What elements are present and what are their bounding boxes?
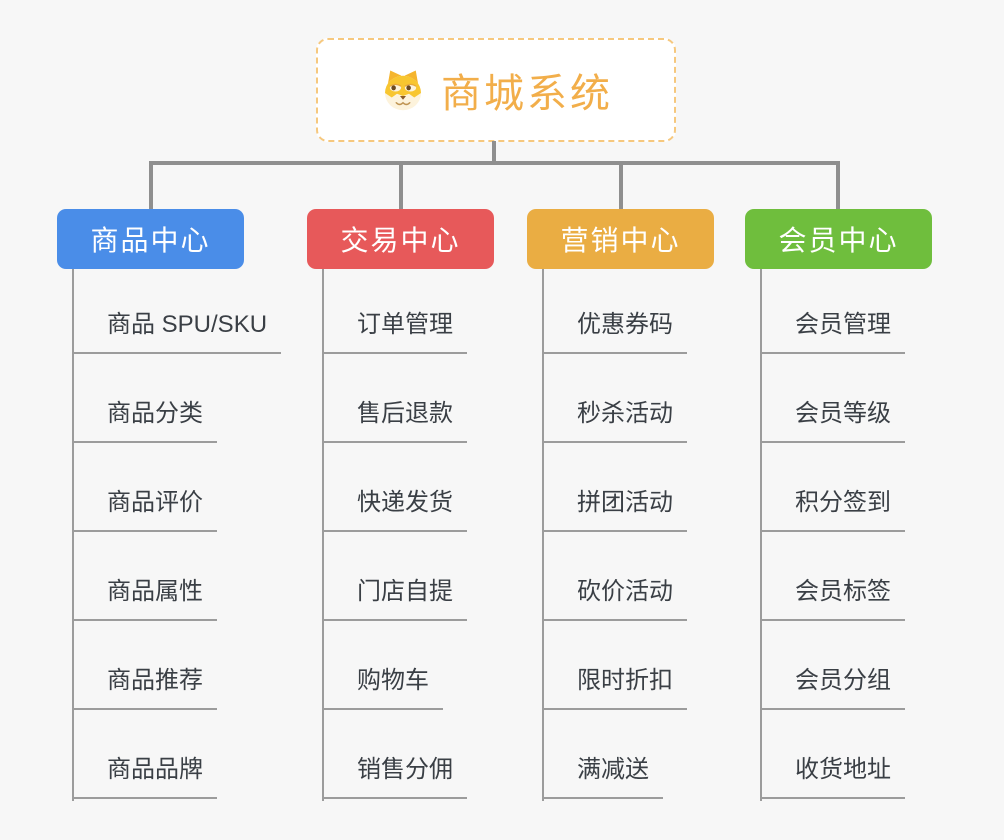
branch-trunk	[542, 269, 544, 801]
branch-label: 会员中心	[778, 225, 899, 256]
branch-label: 商品中心	[90, 225, 211, 256]
mindmap-node[interactable]: 快递发货	[323, 488, 467, 532]
mindmap-node[interactable]: 会员标签	[761, 577, 905, 621]
connector-bus	[149, 161, 840, 165]
mindmap-node[interactable]: 商品属性	[73, 577, 217, 621]
mindmap-node[interactable]: 拼团活动	[543, 488, 687, 532]
branch-label: 交易中心	[340, 225, 461, 256]
connector-drop	[399, 163, 403, 210]
mindmap-node[interactable]: 销售分佣	[323, 755, 467, 799]
mindmap-node[interactable]: 会员等级	[761, 399, 905, 443]
mindmap-node[interactable]: 商品分类	[73, 399, 217, 443]
mindmap-node[interactable]: 商品评价	[73, 488, 217, 532]
connector-drop	[836, 163, 840, 210]
mindmap-node[interactable]: 商品推荐	[73, 666, 217, 710]
mindmap-node[interactable]: 积分签到	[761, 488, 905, 532]
dog-icon	[385, 70, 421, 111]
branch-trunk	[760, 269, 762, 801]
branch-box-trade-center[interactable]: 交易中心	[307, 209, 494, 269]
connector-drop	[149, 163, 153, 210]
mindmap-node[interactable]: 订单管理	[323, 310, 467, 354]
root-node[interactable]: 商城系统	[316, 38, 676, 142]
connector-root-stem	[492, 141, 496, 163]
connector-drop	[619, 163, 623, 210]
mindmap-node[interactable]: 限时折扣	[543, 666, 687, 710]
branch-label: 营销中心	[560, 225, 681, 256]
branch-box-marketing-center[interactable]: 营销中心	[527, 209, 714, 269]
mindmap-node[interactable]: 购物车	[323, 666, 443, 710]
mindmap-node[interactable]: 售后退款	[323, 399, 467, 443]
mindmap-node[interactable]: 商品 SPU/SKU	[73, 310, 282, 354]
branch-box-member-center[interactable]: 会员中心	[745, 209, 932, 269]
mindmap-node[interactable]: 门店自提	[323, 577, 467, 621]
mindmap-node[interactable]: 会员分组	[761, 666, 905, 710]
mindmap-node[interactable]: 优惠券码	[543, 310, 687, 354]
mindmap-node[interactable]: 商品品牌	[73, 755, 217, 799]
root-title: 商城系统	[441, 72, 613, 116]
mindmap-node[interactable]: 秒杀活动	[543, 399, 687, 443]
branch-box-product-center[interactable]: 商品中心	[57, 209, 244, 269]
mindmap-node[interactable]: 砍价活动	[543, 577, 687, 621]
branch-trunk	[72, 269, 74, 801]
mindmap-node[interactable]: 收货地址	[761, 755, 905, 799]
mindmap-node[interactable]: 满减送	[543, 755, 663, 799]
branch-trunk	[322, 269, 324, 801]
mindmap-node[interactable]: 会员管理	[761, 310, 905, 354]
